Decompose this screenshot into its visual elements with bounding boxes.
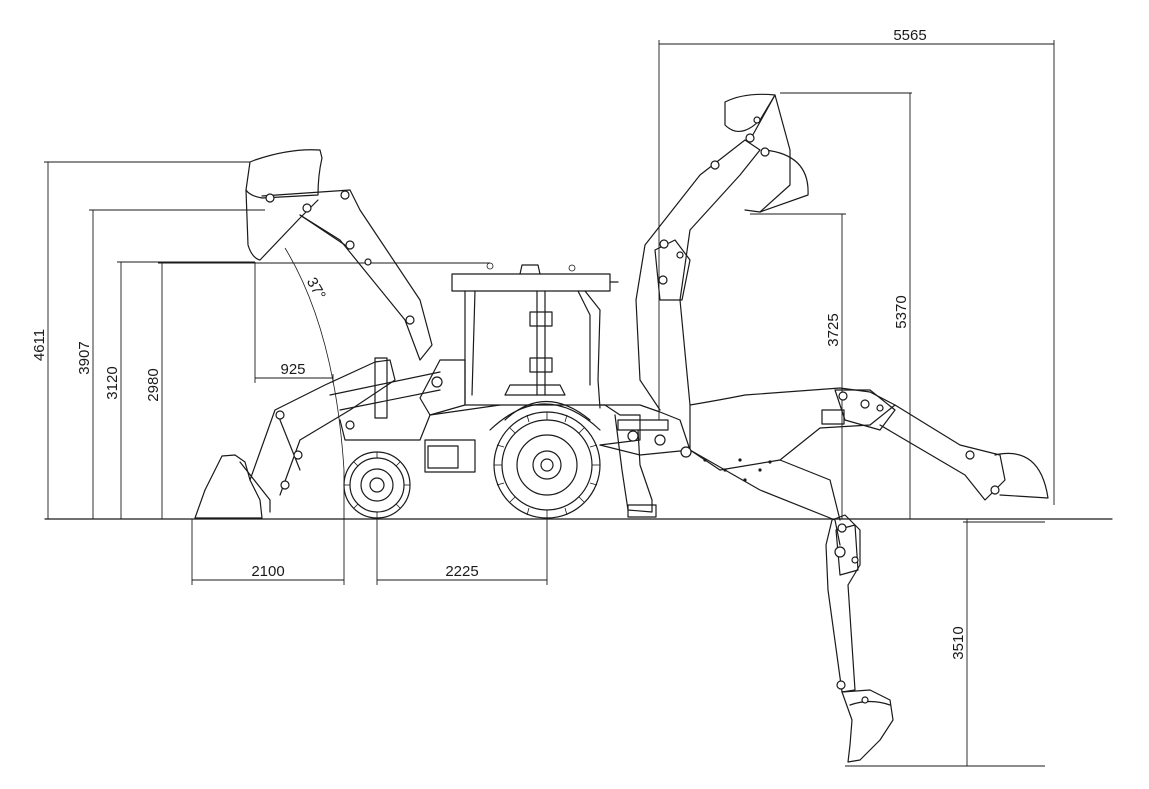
dim-dump-height: 2980 (145, 368, 162, 401)
chassis-and-cab (339, 262, 691, 518)
dim-backhoe-max-height: 5370 (893, 295, 910, 328)
dim-wheelbase: 2225 (445, 563, 478, 580)
backhoe-digging (825, 514, 894, 763)
dim-dump-height-upper: 3120 (104, 366, 121, 399)
backhoe-extended (680, 387, 1049, 546)
dim-bucket-height-max: 4611 (31, 329, 48, 361)
dim-dump-reach: 925 (280, 361, 305, 378)
dim-front-overhang: 2100 (251, 563, 284, 580)
dim-dig-depth: 3510 (950, 626, 967, 659)
rear-wheel (493, 411, 601, 519)
dimension-lines (44, 40, 1055, 767)
dim-backhoe-load-height: 3725 (825, 313, 842, 346)
backhoe-raised (635, 93, 809, 411)
dim-pin-height-max: 3907 (76, 341, 93, 374)
front-loader (194, 149, 443, 519)
front-wheel (343, 451, 411, 519)
dim-dump-angle: 37° (303, 275, 329, 303)
dim-reach-width: 5565 (893, 27, 926, 44)
